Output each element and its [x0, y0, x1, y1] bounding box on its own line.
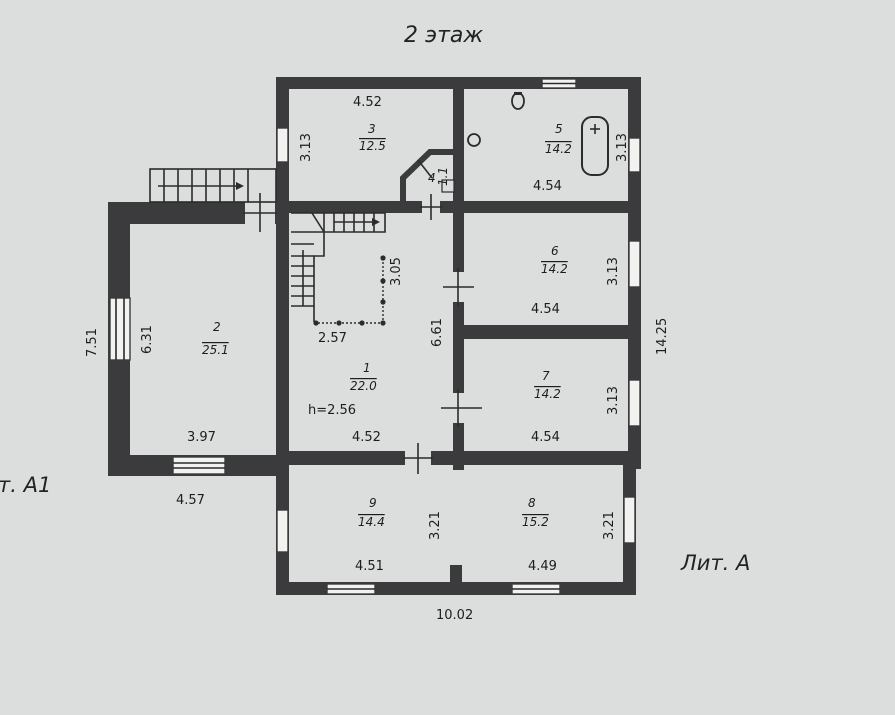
- room-5-area: 14.2: [545, 142, 572, 156]
- room-3-area: 12.5: [359, 139, 386, 153]
- room-5-depth: 3.13: [615, 133, 630, 162]
- doors: [243, 193, 482, 474]
- room-1-height: h=2.56: [308, 403, 356, 418]
- interior-stairs: [291, 212, 386, 326]
- room-2-area: 25.1: [202, 343, 229, 357]
- room-7-number: 7: [542, 369, 550, 383]
- room-7-area: 14.2: [534, 387, 561, 401]
- room-7-width: 4.54: [531, 430, 560, 445]
- stair-depth: 3.05: [389, 257, 404, 286]
- overall-height: 14.25: [655, 318, 670, 355]
- room-9-area: 14.4: [358, 515, 385, 529]
- lit-a1-label: т. А1: [0, 473, 51, 497]
- room-4-area: 1.1: [436, 167, 450, 186]
- room-5-number: 5: [555, 122, 563, 136]
- room-2-outer-width: 4.57: [176, 493, 205, 508]
- floor-title: 2 этаж: [404, 23, 483, 48]
- room-2-depth: 6.31: [140, 325, 155, 354]
- room-3-number: 3: [368, 122, 376, 136]
- room-8-number: 8: [528, 496, 536, 510]
- room-7-depth: 3.13: [606, 386, 621, 415]
- room-6-depth: 3.13: [606, 257, 621, 286]
- room-1-width: 4.52: [352, 430, 381, 445]
- room-3-depth: 3.13: [299, 133, 314, 162]
- room-9-number: 9: [369, 496, 377, 510]
- windows: [109, 78, 641, 595]
- sink-icon: [467, 133, 481, 147]
- room-5-width: 4.54: [533, 179, 562, 194]
- overall-width: 10.02: [436, 608, 473, 623]
- room-9-width: 4.51: [355, 559, 384, 574]
- room-8-width: 4.49: [528, 559, 557, 574]
- room-1-number: 1: [363, 361, 371, 375]
- stair-width: 2.57: [318, 331, 347, 346]
- room-2-width: 3.97: [187, 430, 216, 445]
- room-3-width: 4.52: [353, 95, 382, 110]
- room-2-number: 2: [213, 320, 221, 334]
- room-1-depth: 6.61: [430, 318, 445, 347]
- room-6-number: 6: [551, 244, 559, 258]
- room-1-area: 22.0: [350, 379, 377, 393]
- exterior-stairs: [149, 168, 277, 203]
- room-4-number: 4: [428, 171, 436, 185]
- room-9-depth: 3.21: [428, 511, 443, 540]
- room-6-width: 4.54: [531, 302, 560, 317]
- room-6-area: 14.2: [541, 262, 568, 276]
- toilet-icon: [511, 92, 525, 110]
- room-2-outer-depth: 7.51: [85, 328, 100, 357]
- room-8-area: 15.2: [522, 515, 549, 529]
- room-labels: 1 22.0 h=2.56 4.52 6.61 2.57 3.05 2 25.1…: [85, 95, 630, 574]
- room-8-depth: 3.21: [602, 511, 617, 540]
- closet-partition: [400, 149, 455, 201]
- bathroom-fixtures: [467, 92, 609, 176]
- lit-a-label: Лит. А: [680, 551, 750, 575]
